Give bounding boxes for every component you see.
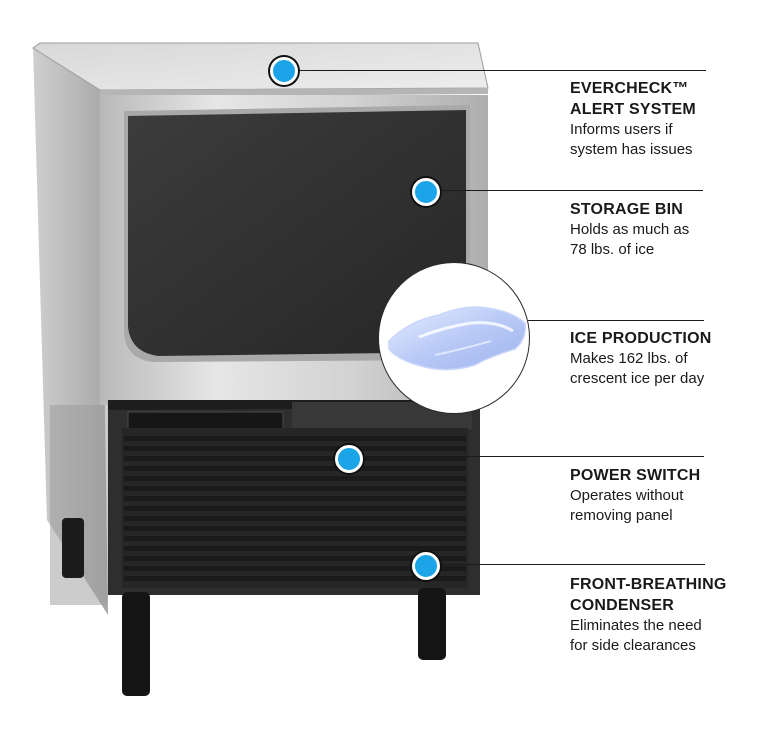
callout-ice-production: ICE PRODUCTION Makes 162 lbs. of crescen… [570,328,711,389]
callout-title: STORAGE BIN [570,201,684,218]
leader-line-ice-production [528,320,704,321]
machine-side-panel [33,48,108,615]
leg-back-left [62,518,84,578]
grille-slat [124,466,466,471]
grille-slat [124,546,466,551]
grille-slat [124,506,466,511]
callout-power-switch: POWER SWITCH Operates without removing p… [570,465,700,526]
callout-title: EVERCHECK™ ALERT SYSTEM [570,80,696,118]
machine-top [32,42,489,91]
hotspot-condenser-icon[interactable] [412,552,440,580]
leader-line-evercheck [283,70,706,71]
hotspot-power-switch-icon[interactable] [335,445,363,473]
grille-slat [124,526,466,531]
callout-title: ICE PRODUCTION [570,330,712,347]
grille-slat [124,486,466,491]
callout-storage-bin: STORAGE BIN Holds as much as 78 lbs. of … [570,199,689,260]
callout-description: Informs users if system has issues [570,121,693,158]
leg-front-left [122,592,150,696]
hotspot-storage-bin-icon[interactable] [412,178,440,206]
callout-description: Makes 162 lbs. of crescent ice per day [570,350,705,387]
callout-title: FRONT-BREATHING CONDENSER [570,576,727,614]
grille-slat [124,566,466,571]
leg-front-right [418,588,446,660]
hotspot-evercheck-icon[interactable] [270,57,298,85]
callout-condenser: FRONT-BREATHING CONDENSER Eliminates the… [570,574,726,656]
air-filter-slot [127,411,284,430]
grille-slat [124,516,466,521]
leader-line-storage-bin [425,190,703,191]
callout-title: POWER SWITCH [570,467,701,484]
ice-production-inset [378,262,530,414]
leader-line-condenser [425,564,705,565]
grille-slat [124,536,466,541]
condenser-grille-lines [124,436,466,581]
storage-bin-door [128,110,466,356]
grille-slat [124,576,466,581]
grille-slat [124,496,466,501]
machine-top-edge [100,88,488,97]
crescent-ice-icon [388,306,527,371]
grille-slat [124,436,466,441]
grille-slat [124,476,466,481]
grille-slat [124,456,466,461]
callout-evercheck: EVERCHECK™ ALERT SYSTEM Informs users if… [570,78,696,160]
callout-description: Eliminates the need for side clearances [570,617,702,654]
grille-slat [124,556,466,561]
callout-description: Operates without removing panel [570,487,684,524]
leader-line-power-switch [348,456,704,457]
callout-description: Holds as much as 78 lbs. of ice [570,221,690,258]
grille-slat [124,446,466,451]
